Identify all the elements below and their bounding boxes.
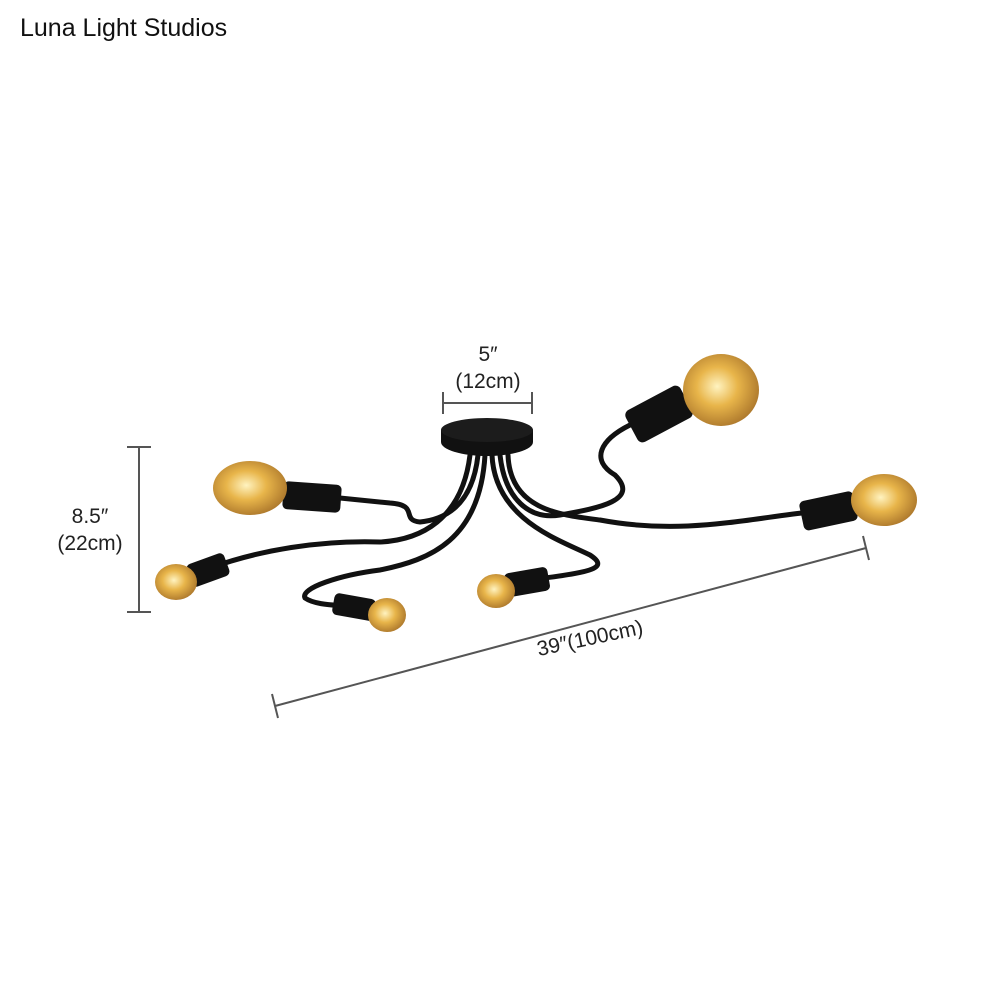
canopy-dimension-inch: 5″ (478, 343, 498, 366)
height-dimension-cm: (22cm) (57, 532, 123, 555)
bulb-front-center (477, 567, 550, 608)
canopy (441, 418, 533, 456)
bulb-left-upper (213, 461, 342, 515)
bulb-right-upper (625, 354, 759, 443)
canopy-dimension: 5″ (12cm) (438, 341, 538, 395)
fixture-arms (207, 422, 813, 609)
dimension-lines (127, 392, 870, 719)
canopy-dimension-cm: (12cm) (455, 370, 521, 393)
bulb-front-left (332, 593, 406, 632)
bulb-right (799, 474, 917, 531)
height-dimension-inch: 8.5″ (71, 505, 109, 528)
bulb-left-lower (155, 553, 230, 600)
brand-name: Luna Light Studios (20, 14, 228, 42)
height-dimension: 8.5″ (22cm) (40, 503, 140, 557)
